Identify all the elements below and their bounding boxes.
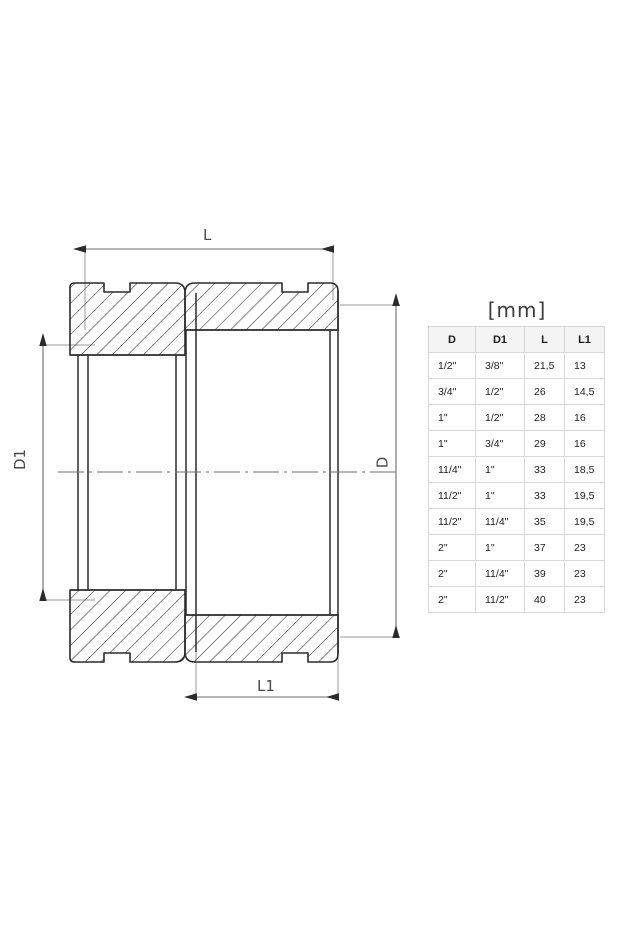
table-cell: 1": [428, 404, 476, 431]
table-cell: 33: [524, 482, 565, 509]
table-cell: 26: [524, 378, 565, 405]
dimension-label-L1: L1: [257, 677, 275, 695]
table-cell: 2": [428, 534, 476, 561]
table-cell: 1/2": [428, 352, 476, 379]
table-cell: 11/4": [475, 560, 525, 587]
column-header-l1: L1: [564, 326, 605, 353]
dimension-label-L: L: [203, 226, 212, 244]
table-cell: 28: [524, 404, 565, 431]
table-cell: 35: [524, 508, 565, 535]
table-cell: 3/4": [428, 378, 476, 405]
dimension-label-D1: D1: [11, 448, 30, 471]
table-cell: 21,5: [524, 352, 565, 379]
section-lower: [69, 589, 339, 663]
table-cell: 1": [428, 430, 476, 457]
table-cell: 3/4": [475, 430, 525, 457]
table-cell: 16: [564, 430, 605, 457]
large-socket-lower-wall: [184, 614, 339, 663]
table-cell: 16: [564, 404, 605, 431]
table-cell: 1/2": [475, 404, 525, 431]
table-cell: 1/2": [475, 378, 525, 405]
table-cell: 13: [564, 352, 605, 379]
table-cell: 11/2": [428, 508, 476, 535]
column-header-l: L: [524, 326, 565, 353]
table-cell: 39: [524, 560, 565, 587]
table-cell: 23: [564, 560, 605, 587]
table-cell: 1": [475, 482, 525, 509]
table-cell: 40: [524, 586, 565, 613]
table-cell: 33: [524, 456, 565, 483]
table-cell: 1": [475, 534, 525, 561]
table-cell: 19,5: [564, 508, 605, 535]
table-cell: 14,5: [564, 378, 605, 405]
table-cell: 2": [428, 586, 476, 613]
table-cell: 3/8": [475, 352, 525, 379]
step-lines: [70, 329, 338, 616]
table-cell: 11/2": [428, 482, 476, 509]
large-socket-upper-wall: [184, 282, 339, 331]
unit-title: [mm]: [487, 298, 547, 322]
section-upper: [69, 282, 339, 356]
table-cell: 23: [564, 534, 605, 561]
dimension-label-D: D: [373, 456, 392, 469]
table-cell: 18,5: [564, 456, 605, 483]
table-cell: 19,5: [564, 482, 605, 509]
table-cell: 23: [564, 586, 605, 613]
small-socket-lower-wall: [69, 589, 186, 663]
table-cell: 37: [524, 534, 565, 561]
dimension-lines: [39, 245, 400, 701]
table-cell: 11/4": [428, 456, 476, 483]
column-header-d1: D1: [475, 326, 525, 353]
table-cell: 29: [524, 430, 565, 457]
table-header-row: D D1 L L1: [428, 326, 605, 353]
column-header-d: D: [428, 326, 476, 353]
table-cell: 11/2": [475, 586, 525, 613]
table-cell: 1": [475, 456, 525, 483]
table-cell: 2": [428, 560, 476, 587]
technical-drawing: [39, 245, 400, 701]
small-socket-upper-wall: [69, 282, 186, 356]
table-cell: 11/4": [475, 508, 525, 535]
